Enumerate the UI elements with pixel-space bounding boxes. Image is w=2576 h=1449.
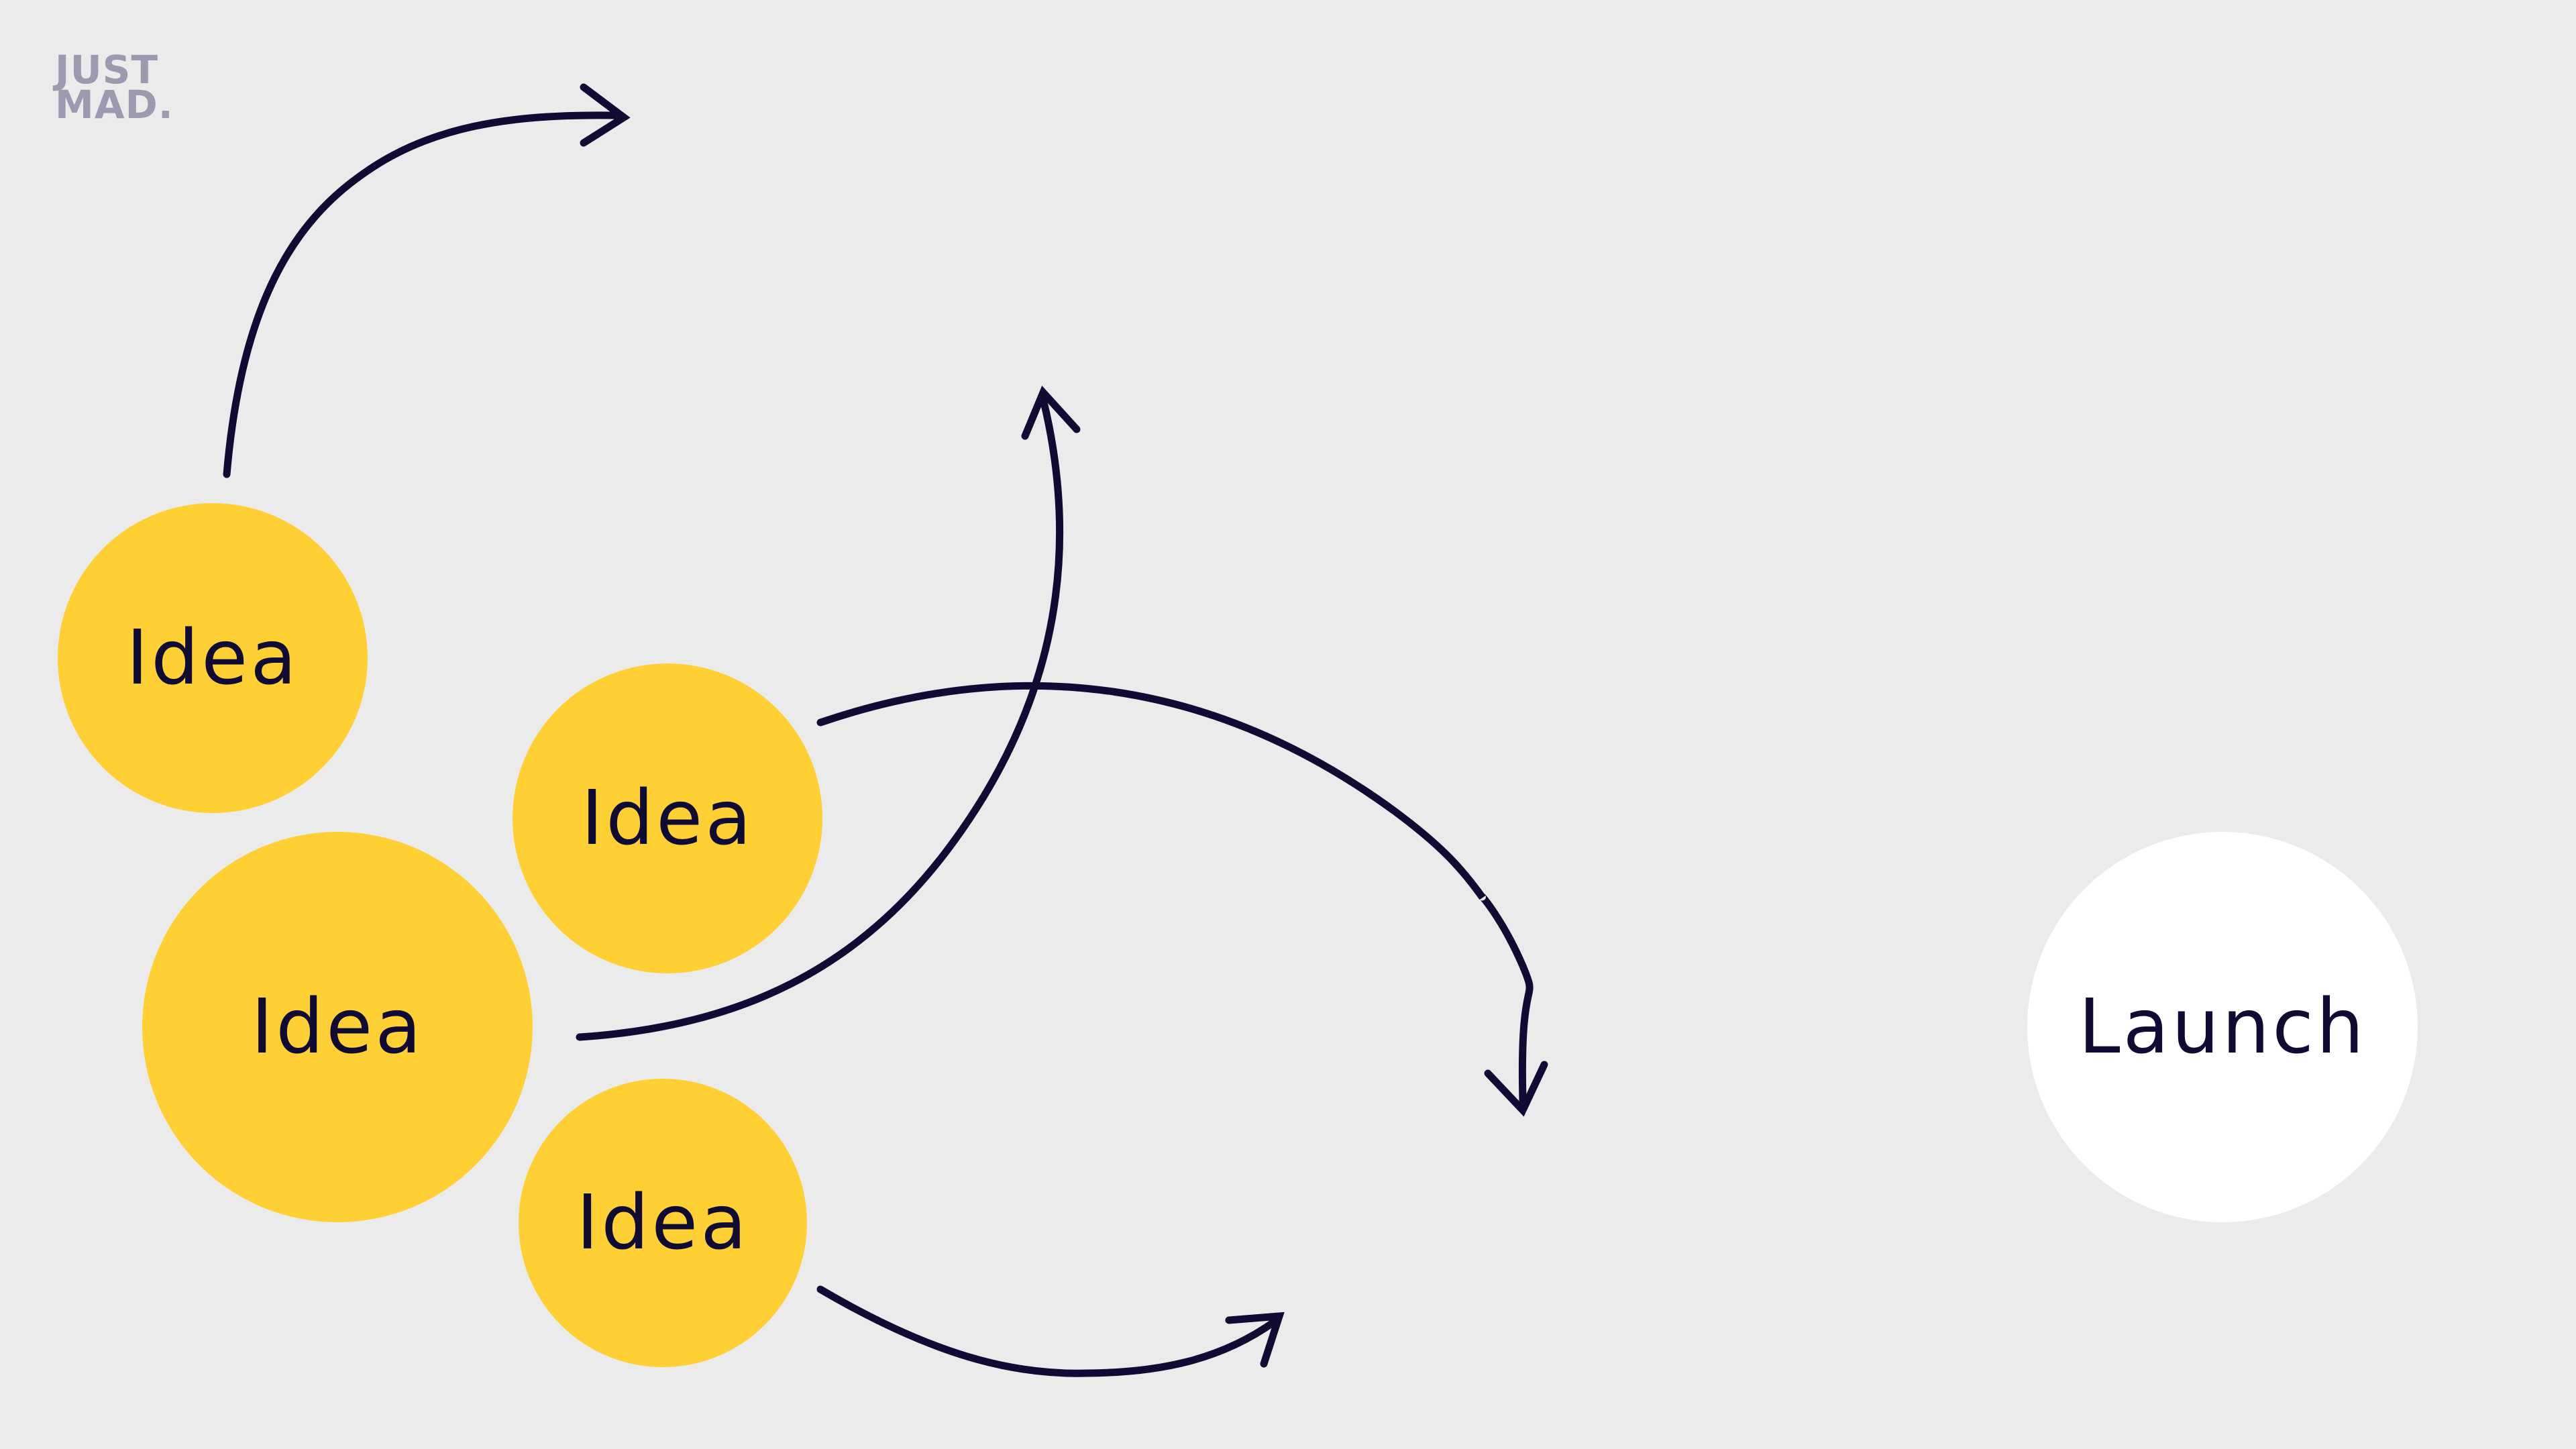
brand-logo: JUST MAD. xyxy=(55,47,176,127)
launch-label: Launch xyxy=(2078,983,2367,1071)
logo-line-1: JUST xyxy=(55,47,159,93)
idea-node-2[interactable]: Idea xyxy=(513,663,822,973)
idea-node-1[interactable]: Idea xyxy=(58,503,368,813)
arrowhead-idea4-right xyxy=(1225,1311,1285,1368)
arrow-idea3-up xyxy=(576,395,1064,1041)
launch-node[interactable]: Launch xyxy=(2027,832,2418,1222)
idea-label: Idea xyxy=(251,983,424,1071)
idea-node-3[interactable]: Idea xyxy=(142,832,533,1222)
idea-label: Idea xyxy=(126,614,299,702)
idea-label: Idea xyxy=(576,1179,749,1267)
arrow-idea2-down xyxy=(816,682,1534,1104)
idea-label: Idea xyxy=(581,775,754,862)
idea-node-4[interactable]: Idea xyxy=(519,1079,807,1367)
logo-line-2: MAD. xyxy=(55,82,174,127)
arrow-idea1-up xyxy=(223,111,618,478)
arrowhead-idea2-down xyxy=(1484,1061,1548,1117)
arrowhead-idea3-up xyxy=(1021,385,1081,440)
arrowhead-idea1-up xyxy=(580,83,631,147)
arrow-idea4-right xyxy=(816,1285,1279,1377)
